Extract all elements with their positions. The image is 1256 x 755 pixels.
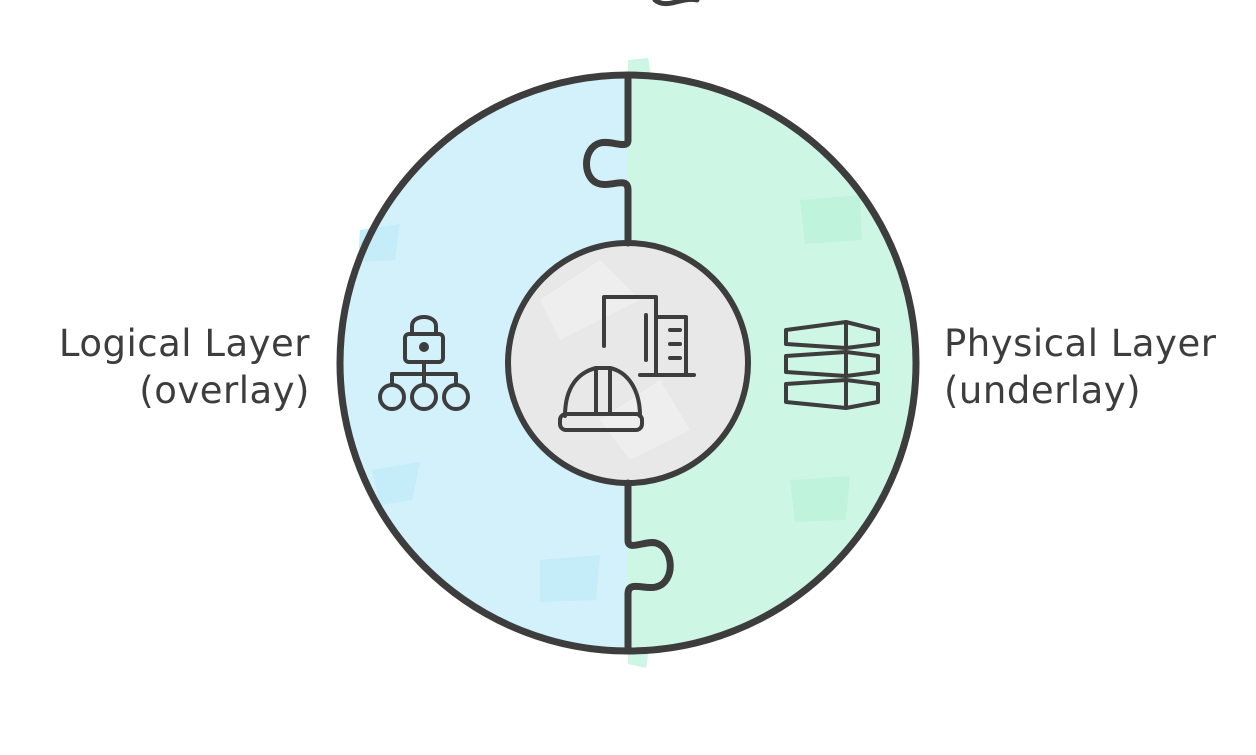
physical-layer-subtitle: (underlay) <box>944 369 1142 412</box>
network-lock-icon <box>378 315 470 411</box>
physical-layer-title: Physical Layer <box>944 322 1217 365</box>
stacked-layers-icon <box>784 320 880 410</box>
logical-layer-subtitle: (overlay) <box>139 369 310 412</box>
logical-layer-label: Logical Layer (overlay) <box>59 320 310 414</box>
physical-layer-segment <box>628 58 916 668</box>
logical-layer-segment <box>340 75 628 651</box>
bottom-puzzle-divider <box>624 479 674 654</box>
construction-building-icon <box>558 295 696 432</box>
logical-layer-title: Logical Layer <box>58 322 310 365</box>
physical-layer-label: Physical Layer (underlay) <box>944 320 1216 414</box>
title-fragment <box>652 0 700 7</box>
top-puzzle-divider <box>583 72 632 247</box>
